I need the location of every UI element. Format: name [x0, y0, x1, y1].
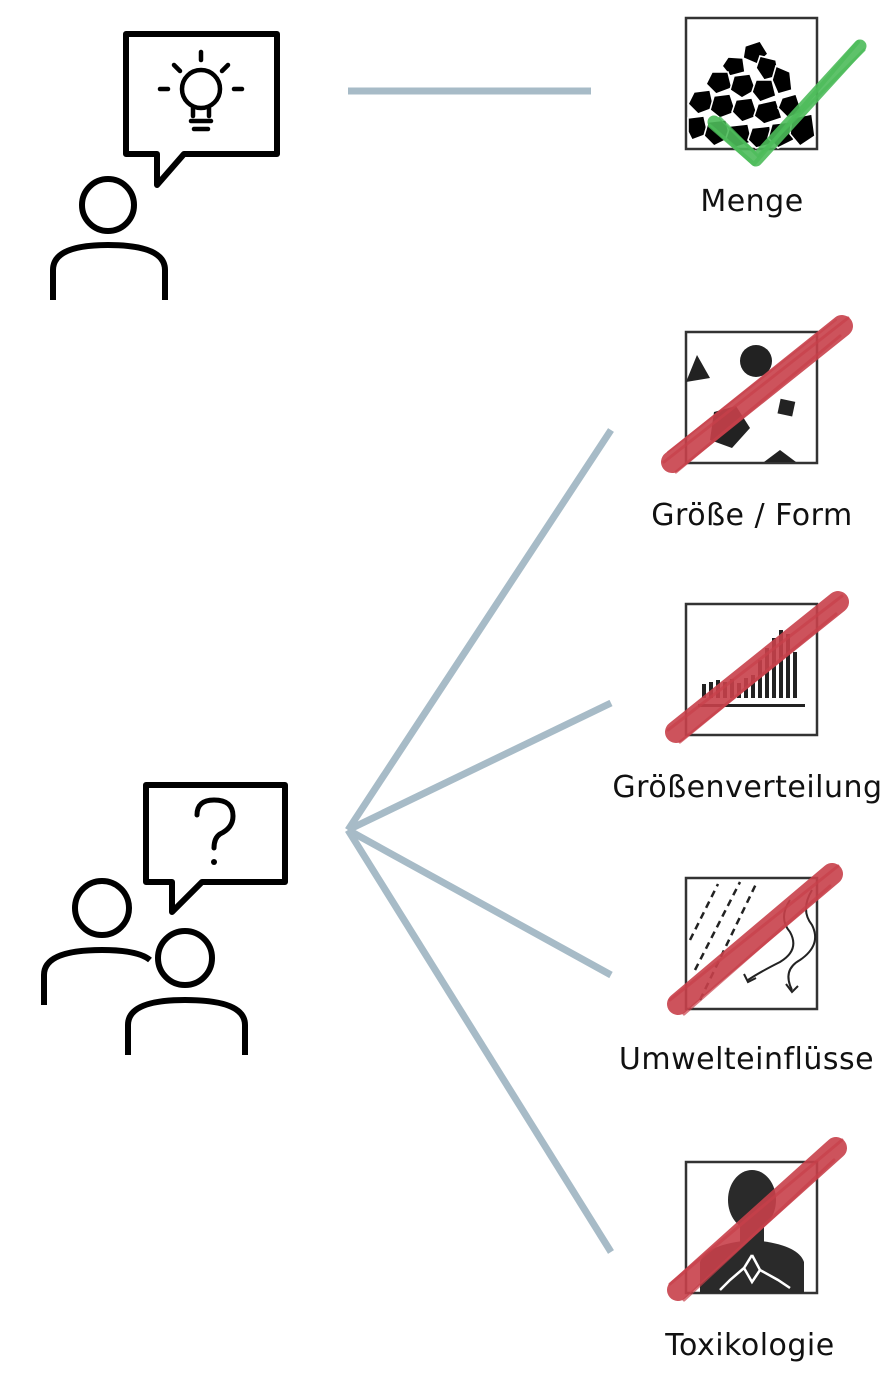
- item-label-groessenverteilung: Größenverteilung: [612, 770, 883, 805]
- person-head-icon: [79, 176, 137, 234]
- two-persons-with-question-icon: [41, 782, 288, 1055]
- item-label-toxikologie: Toxikologie: [665, 1328, 835, 1363]
- person-body-icon: [41, 947, 152, 1005]
- speech-bubble-icon: [123, 31, 280, 188]
- item-label-menge: Menge: [700, 184, 804, 219]
- connector-groesse: [345, 428, 614, 832]
- lightbulb-icon: [157, 49, 245, 132]
- person-body-icon: [125, 997, 248, 1055]
- person-with-lightbulb-icon: [50, 31, 280, 300]
- particle-shapes-icon: [661, 315, 853, 474]
- connector-umwelt: [346, 826, 613, 979]
- connector-tox: [345, 828, 614, 1254]
- weather-influence-icon: [667, 863, 843, 1016]
- cross-out-icon: [667, 863, 843, 1016]
- histogram-icon: [665, 591, 849, 744]
- cross-out-icon: [665, 591, 849, 744]
- cross-out-icon: [667, 1137, 847, 1302]
- item-label-umwelteinfluesse: Umwelteinflüsse: [618, 1042, 875, 1077]
- particle-heap-icon: [684, 16, 867, 167]
- connectors: [345, 87, 614, 1254]
- person-body-icon: [50, 242, 168, 300]
- speech-bubble-icon: [143, 782, 288, 915]
- person-head-icon: [72, 878, 132, 938]
- connector-verteilung: [346, 699, 613, 834]
- question-mark-icon: [194, 797, 236, 865]
- checkmark-icon: [707, 39, 867, 167]
- person-head-icon: [155, 928, 215, 988]
- cross-out-icon: [661, 315, 853, 474]
- human-toxicology-icon: [667, 1137, 847, 1302]
- item-label-groesse-form: Größe / Form: [651, 498, 853, 533]
